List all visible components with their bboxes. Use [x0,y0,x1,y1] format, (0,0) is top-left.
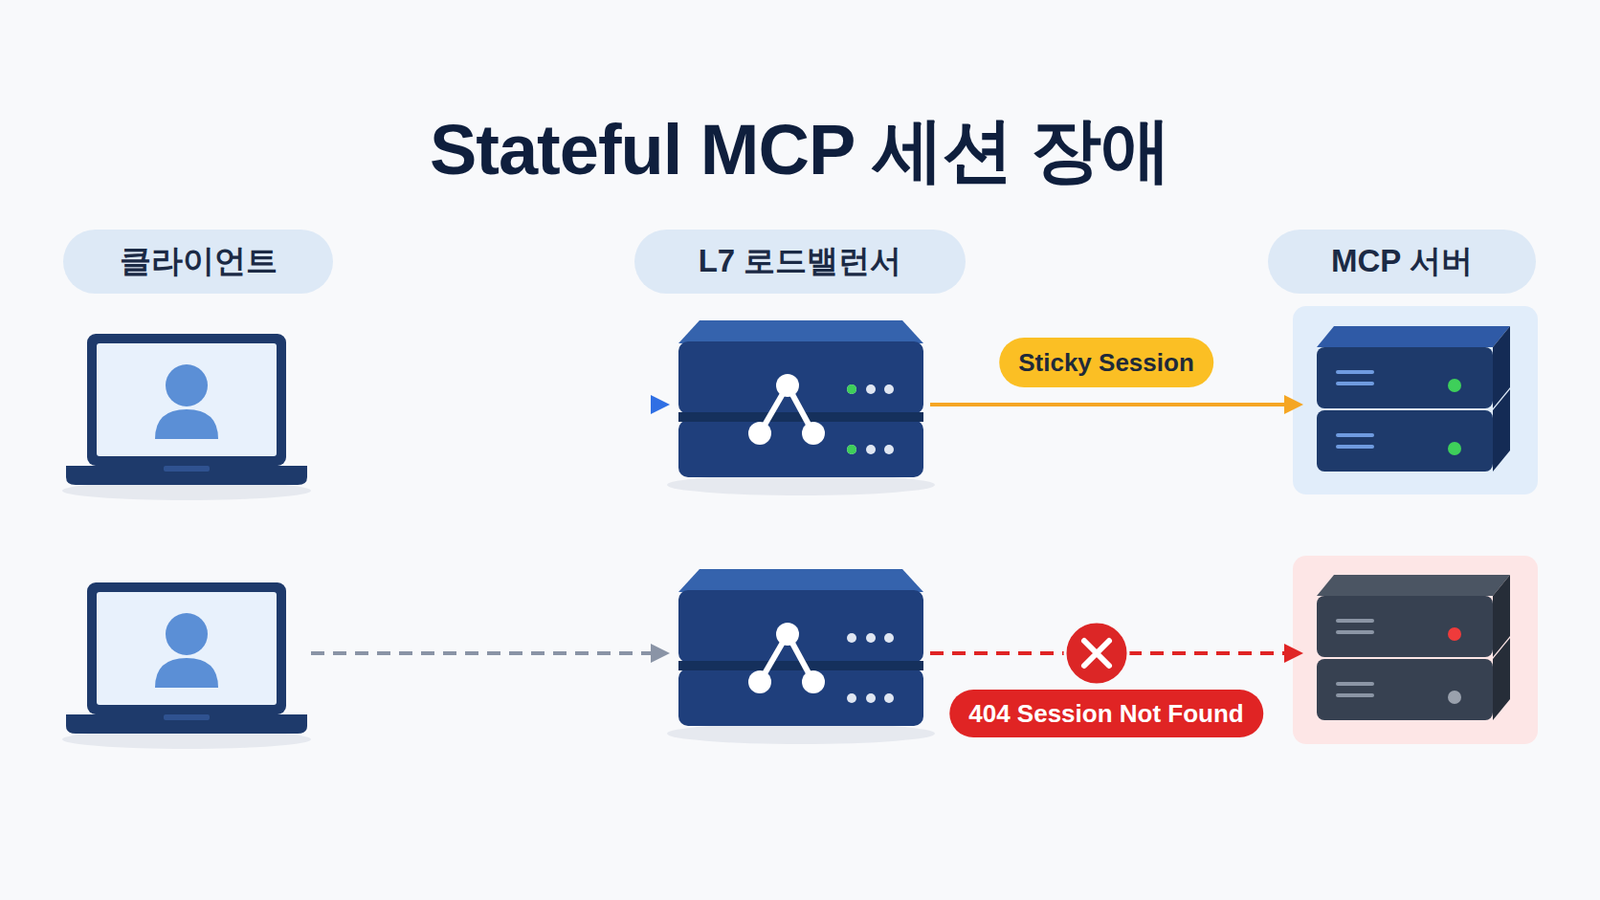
status-light-green [1447,442,1462,456]
column-header: 클라이언트 [63,229,334,294]
edge-label: Sticky Session [999,337,1214,388]
column-header: L7 로드밸런서 [634,229,966,294]
status-light-green [846,384,857,395]
error-badge [1065,622,1129,686]
error-cross [1084,641,1110,667]
header-text: L7 로드밸런서 [698,240,903,284]
error-label: 404 Session Not Found [949,689,1264,738]
request-arrow [306,402,667,407]
diagram-title: Stateful MCP 세션 장애 [0,103,1600,200]
laptop-icon [62,333,312,501]
load-balancer-icon [666,320,935,496]
column-header: MCP 서버 [1267,229,1536,294]
header-text: MCP 서버 [1331,240,1473,284]
server-panel-failed [1292,555,1538,745]
header-text: 클라이언트 [119,240,278,284]
sticky-arrow [930,402,1300,407]
status-light-red [1447,627,1462,642]
server-panel [1292,306,1538,495]
status-light-green [1447,378,1462,393]
status-light-green [846,444,857,455]
retry-arrow [311,651,667,656]
laptop-icon [62,582,312,750]
status-light-off [1447,690,1462,705]
server-icon [1316,326,1511,472]
server-icon-failed [1316,575,1511,721]
load-balancer-icon [666,569,935,745]
